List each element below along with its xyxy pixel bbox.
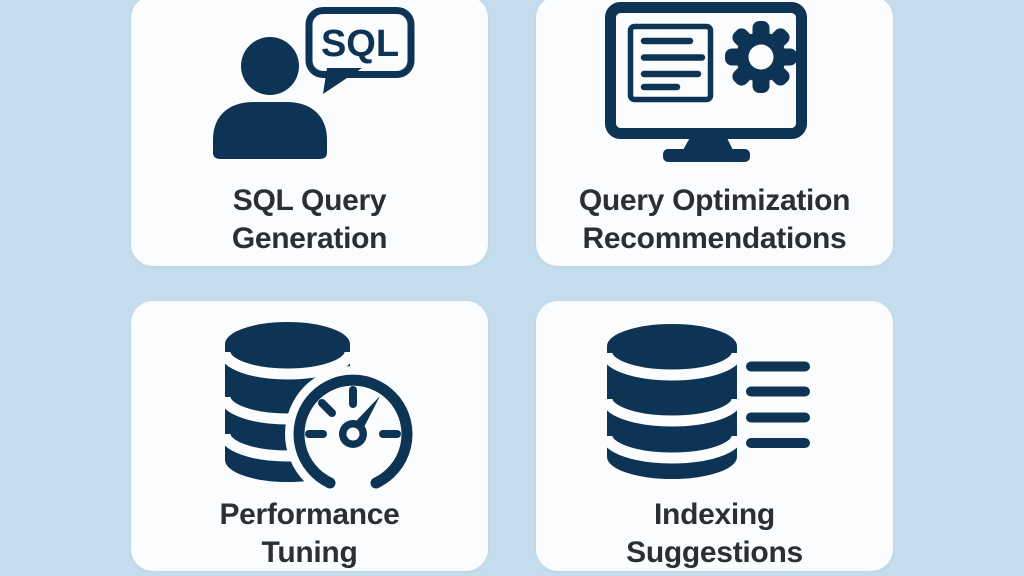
card-title-line2: Tuning — [261, 536, 358, 569]
database-speedometer-icon — [219, 322, 421, 502]
card-title: Indexing Suggestions — [536, 496, 893, 572]
person-sql-speech-bubble-icon: SQL — [213, 7, 415, 159]
card-title-line2: Generation — [231, 222, 388, 255]
gear-icon — [725, 21, 797, 93]
speedometer-icon — [293, 374, 413, 489]
card-title: Query Optimization Recommendations — [536, 182, 893, 258]
monitor-code-gear-icon — [605, 2, 807, 162]
card-title-line1: Performance — [219, 498, 400, 531]
card-query-optimization-recommendations: Query Optimization Recommendations — [536, 0, 893, 266]
database-index-list-icon — [601, 324, 810, 479]
card-title-line1: Indexing — [654, 498, 775, 531]
sql-bubble-text: SQL — [321, 23, 399, 65]
card-title-line2: Suggestions — [626, 536, 803, 569]
card-sql-query-generation: SQL SQL Query Generation — [131, 0, 488, 266]
list-lines-icon — [746, 361, 810, 448]
card-title-line2: Recommendations — [582, 222, 847, 255]
card-title-line1: Query Optimization — [578, 184, 851, 217]
card-title-line1: SQL Query — [232, 184, 387, 217]
card-indexing-suggestions: Indexing Suggestions — [536, 301, 893, 571]
card-title: SQL Query Generation — [131, 182, 488, 258]
card-title: Performance Tuning — [131, 496, 488, 572]
card-performance-tuning: Performance Tuning — [131, 301, 488, 571]
